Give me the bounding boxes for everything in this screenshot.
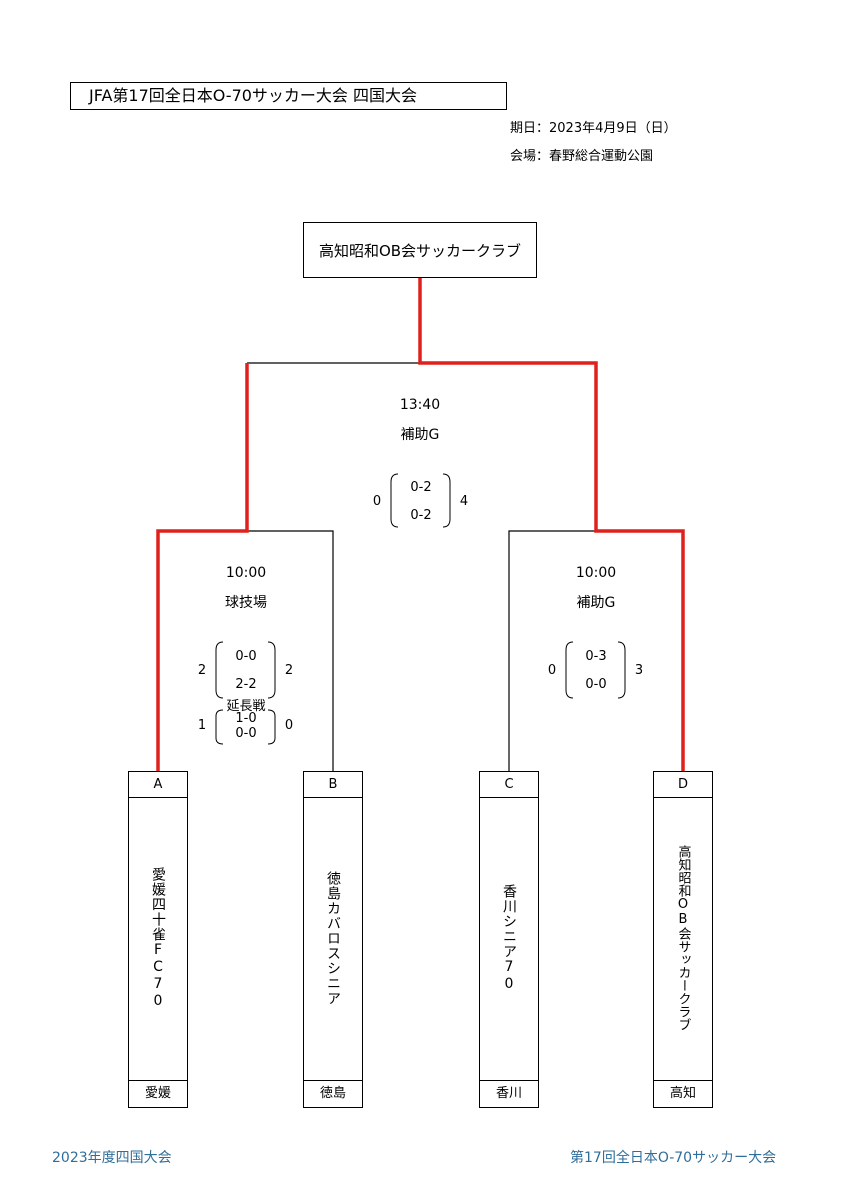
team-letter: B [304, 772, 362, 798]
bracket-lines-loser [247, 362, 596, 773]
semi2-half1: 0-3 [585, 649, 607, 664]
team-prefecture: 徳島 [304, 1080, 362, 1107]
team-prefecture: 香川 [480, 1080, 538, 1107]
semi1-extra-label: 延長戦 [226, 699, 266, 714]
semi2-half2: 0-0 [585, 677, 607, 692]
team-name: 高知昭和OB会サッカークラブ [675, 845, 691, 1031]
final-left-total: 0 [372, 494, 382, 509]
semi1-et1: 1-0 [235, 711, 257, 726]
team-box-c: C 香川シニア70 香川 [479, 771, 539, 1108]
score-brackets [215, 473, 626, 745]
semi2-field: 補助G [576, 595, 616, 611]
semi1-time: 10:00 [225, 565, 267, 581]
team-box-a: A 愛媛四十雀FC70 愛媛 [128, 771, 188, 1108]
champion-box: 高知昭和OB会サッカークラブ [303, 222, 537, 278]
team-name: 愛媛四十雀FC70 [150, 866, 166, 1010]
semi1-field: 球技場 [225, 595, 267, 611]
event-date: 期日：2023年4月9日（日） [510, 121, 677, 136]
team-letter: A [129, 772, 187, 798]
semi1-half1: 0-0 [235, 649, 257, 664]
team-prefecture: 愛媛 [129, 1080, 187, 1107]
final-time: 13:40 [399, 397, 441, 413]
footer-right: 第17回全日本O-70サッカー大会 [570, 1150, 777, 1166]
team-name: 徳島カバロスシニア [325, 870, 341, 1006]
semi1-left-total: 2 [197, 663, 207, 678]
semi2-time: 10:00 [575, 565, 617, 581]
semi2-right-total: 3 [634, 663, 644, 678]
final-half2: 0-2 [410, 508, 432, 523]
final-half1: 0-2 [410, 480, 432, 495]
footer-left: 2023年度四国大会 [52, 1150, 172, 1166]
tournament-title: JFA第17回全日本O-70サッカー大会 四国大会 [70, 82, 507, 110]
team-box-d: D 高知昭和OB会サッカークラブ 高知 [653, 771, 713, 1108]
final-field: 補助G [400, 427, 440, 443]
semi1-et2: 0-0 [235, 726, 257, 741]
semi2-left-total: 0 [547, 663, 557, 678]
event-venue: 会場：春野総合運動公園 [510, 149, 654, 164]
semi1-right-total: 2 [284, 663, 294, 678]
final-right-total: 4 [459, 494, 469, 509]
team-name: 香川シニア70 [501, 883, 517, 993]
team-prefecture: 高知 [654, 1080, 712, 1107]
semi1-et-left: 1 [197, 718, 207, 733]
team-letter: C [480, 772, 538, 798]
semi1-half2: 2-2 [235, 677, 257, 692]
bracket-lines-winner [156, 278, 685, 773]
team-box-b: B 徳島カバロスシニア 徳島 [303, 771, 363, 1108]
semi1-et-right: 0 [284, 718, 294, 733]
team-letter: D [654, 772, 712, 798]
